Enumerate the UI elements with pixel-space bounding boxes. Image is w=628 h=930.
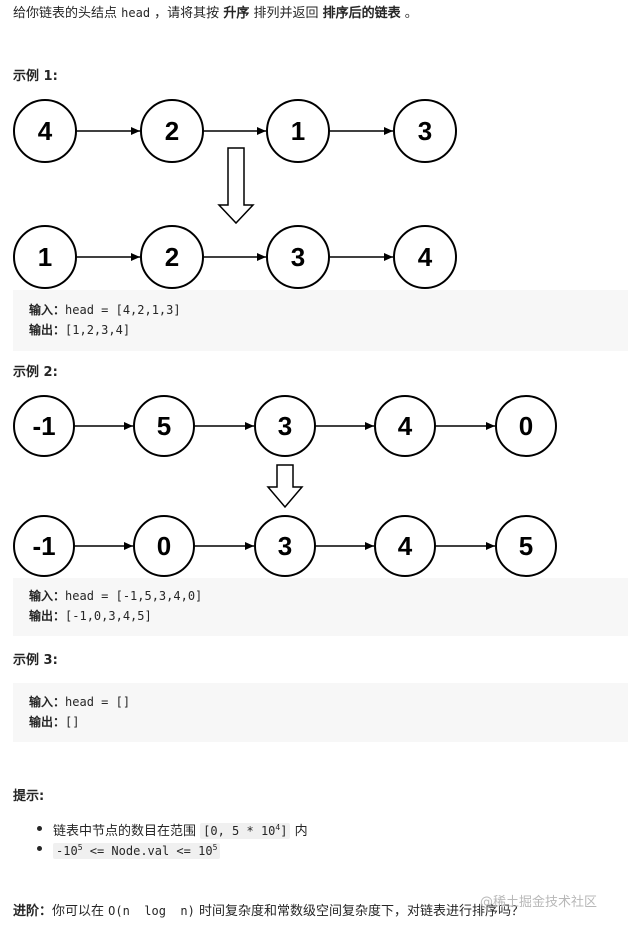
example-2-diagram: -1 5 3 4 0 -1 0 3 4 5 <box>13 395 557 577</box>
example-1-after-list: 1 2 3 4 <box>13 225 457 289</box>
example-1-title: 示例 1: <box>13 69 58 84</box>
inline-code-head: head <box>121 6 151 20</box>
list-node: 0 <box>133 515 195 577</box>
example-1-before-list: 4 2 1 3 <box>13 99 457 163</box>
down-arrow-icon <box>217 147 255 225</box>
node-value: 5 <box>519 531 533 561</box>
advanced-question: 进阶：你可以在 O(n log n) 时间复杂度和常数级空间复杂度下，对链表进行… <box>13 904 524 919</box>
inline-code-complexity: O(n log n) <box>108 904 195 918</box>
node-value: 1 <box>291 116 305 146</box>
example-2-before-list: -1 5 3 4 0 <box>13 395 557 457</box>
example-3-io-block: 输入：head = [] 输出：[] <box>13 683 628 742</box>
output-value: [-1,0,3,4,5] <box>65 609 152 623</box>
list-node: 3 <box>254 515 316 577</box>
example-2-title: 示例 2: <box>13 365 58 380</box>
list-node: 3 <box>393 99 457 163</box>
node-value: 4 <box>38 116 53 146</box>
list-node: 3 <box>266 225 330 289</box>
down-arrow-icon <box>266 464 304 509</box>
input-value: head = [4,2,1,3] <box>65 303 181 317</box>
hint-item-2: -105 <= Node.val <= 105 <box>53 839 221 861</box>
list-node: 5 <box>133 395 195 457</box>
bullet-icon <box>37 826 42 831</box>
list-node: 1 <box>266 99 330 163</box>
list-node: -1 <box>13 395 75 457</box>
example-1-diagram: 4 2 1 3 1 2 3 4 <box>13 99 457 289</box>
input-label: 输入： <box>29 695 66 709</box>
list-node: 4 <box>393 225 457 289</box>
list-node: 2 <box>140 225 204 289</box>
output-label: 输出： <box>29 715 66 729</box>
hint-item-1: 链表中节点的数目在范围 [0, 5 * 104] 内 <box>53 823 308 839</box>
node-circle <box>495 395 557 457</box>
advanced-label: 进阶： <box>13 904 53 919</box>
problem-statement: 给你链表的头结点 head ，请将其按 升序 排列并返回 排序后的链表 。 <box>13 6 418 21</box>
node-value: 0 <box>519 411 533 441</box>
node-value: 3 <box>291 242 305 272</box>
node-value: 3 <box>278 531 292 561</box>
input-value: head = [-1,5,3,4,0] <box>65 589 203 603</box>
node-circle <box>393 225 457 289</box>
node-value: 2 <box>165 242 179 272</box>
node-value: 0 <box>157 531 171 561</box>
bold-sorted-list: 排序后的链表 <box>322 6 401 21</box>
node-value: -1 <box>32 531 55 561</box>
list-node: -1 <box>13 515 75 577</box>
output-value: [] <box>65 715 80 729</box>
list-node: 4 <box>374 515 436 577</box>
input-label: 输入： <box>29 303 66 317</box>
inline-code-range: [0, 5 * 104] <box>200 823 291 839</box>
inline-code-val-range: -105 <= Node.val <= 105 <box>53 843 221 859</box>
node-value: 4 <box>398 531 413 561</box>
output-label: 输出： <box>29 609 66 623</box>
list-node: 5 <box>495 515 557 577</box>
hints-title: 提示: <box>13 789 45 804</box>
example-1-io-block: 输入：head = [4,2,1,3] 输出：[1,2,3,4] <box>13 290 628 351</box>
output-label: 输出： <box>29 323 66 337</box>
output-value: [1,2,3,4] <box>65 323 131 337</box>
input-value: head = [] <box>65 695 131 709</box>
node-value: 2 <box>165 116 179 146</box>
example-2-after-list: -1 0 3 4 5 <box>13 515 557 577</box>
node-value: 4 <box>418 242 433 272</box>
example-3-title: 示例 3: <box>13 653 58 668</box>
node-circle <box>393 99 457 163</box>
list-node: 4 <box>13 99 77 163</box>
bold-ascending: 升序 <box>223 6 250 21</box>
node-value: 3 <box>278 411 292 441</box>
list-node: 1 <box>13 225 77 289</box>
list-node: 3 <box>254 395 316 457</box>
node-circle <box>495 515 557 577</box>
node-value: 1 <box>38 242 52 272</box>
node-value: 5 <box>157 411 171 441</box>
bullet-icon <box>37 846 42 851</box>
node-value: -1 <box>32 411 55 441</box>
example-2-io-block: 输入：head = [-1,5,3,4,0] 输出：[-1,0,3,4,5] <box>13 578 628 636</box>
list-node: 2 <box>140 99 204 163</box>
watermark: @稀土掘金技术社区 <box>480 895 598 910</box>
node-value: 3 <box>418 116 432 146</box>
input-label: 输入： <box>29 589 66 603</box>
list-node: 4 <box>374 395 436 457</box>
list-node: 0 <box>495 395 557 457</box>
node-value: 4 <box>398 411 413 441</box>
